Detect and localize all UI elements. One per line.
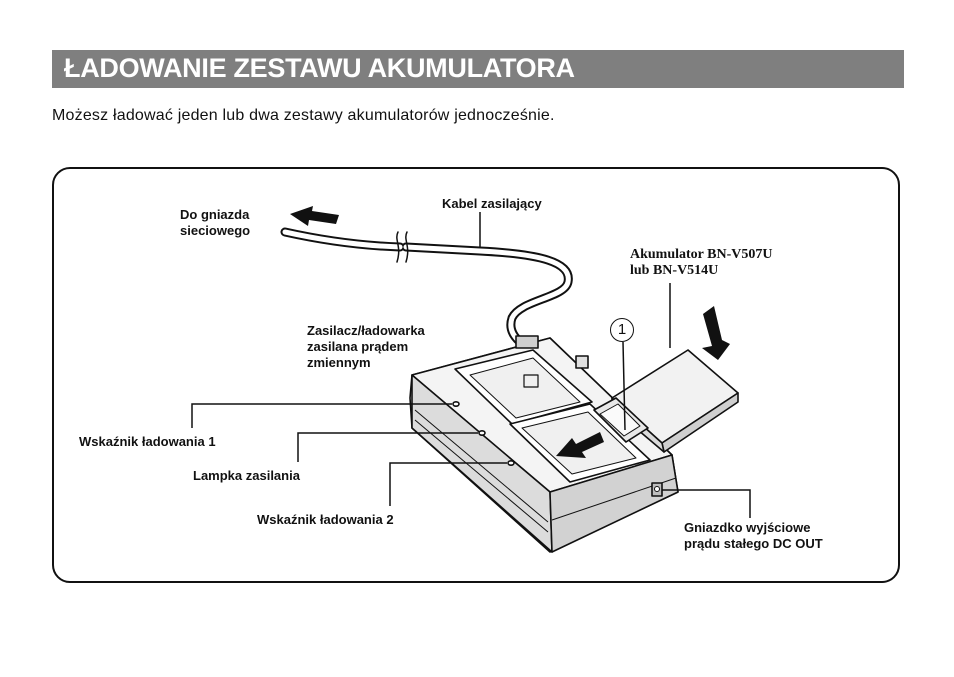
dc-out-label: Gniazdko wyjściowe prądu stałego DC OUT xyxy=(684,520,823,552)
illustration-frame xyxy=(52,167,900,583)
charger-body xyxy=(409,335,679,553)
charger-label-line2: zasilana prądem xyxy=(307,339,409,354)
charge-indicator-1-label: Wskaźnik ładowania 1 xyxy=(79,434,216,449)
battery-label: Akumulator BN-V507U lub BN-V514U xyxy=(630,247,772,279)
slide-arrow-icon xyxy=(556,432,604,458)
title-bar: ŁADOWANIE ZESTAWU AKUMULATORA xyxy=(52,50,904,88)
battery-label-line2: lub BN-V514U xyxy=(630,263,719,278)
battery-label-line1: Akumulator BN-V507U xyxy=(630,247,773,262)
power-cable xyxy=(280,227,573,347)
page-title: ŁADOWANIE ZESTAWU AKUMULATORA xyxy=(64,53,575,83)
outlet-arrow-icon xyxy=(290,206,339,226)
cable-label: Kabel zasilający xyxy=(442,196,542,211)
intro-paragraph: Możesz ładować jeden lub dwa zestawy aku… xyxy=(52,107,555,124)
insert-down-arrow-icon xyxy=(702,306,730,360)
outlet-label: Do gniazda sieciowego xyxy=(180,207,250,239)
charger-label-line3: zmiennym xyxy=(307,355,371,370)
power-lamp-label: Lampka zasilania xyxy=(193,468,300,483)
dc-out-label-line2: prądu stałego DC OUT xyxy=(684,536,823,551)
step-number-badge: 1 xyxy=(610,318,634,342)
outlet-label-line1: Do gniazda xyxy=(180,207,250,222)
leader-lines xyxy=(191,212,751,518)
dc-out-label-line1: Gniazdko wyjściowe xyxy=(684,520,811,535)
outlet-label-line2: sieciowego xyxy=(180,223,251,238)
charge-indicator-2-label: Wskaźnik ładowania 2 xyxy=(257,512,394,527)
battery-pack xyxy=(593,349,739,453)
charger-label-line1: Zasilacz/ładowarka xyxy=(307,323,425,338)
charger-label: Zasilacz/ładowarka zasilana prądem zmien… xyxy=(307,323,425,371)
